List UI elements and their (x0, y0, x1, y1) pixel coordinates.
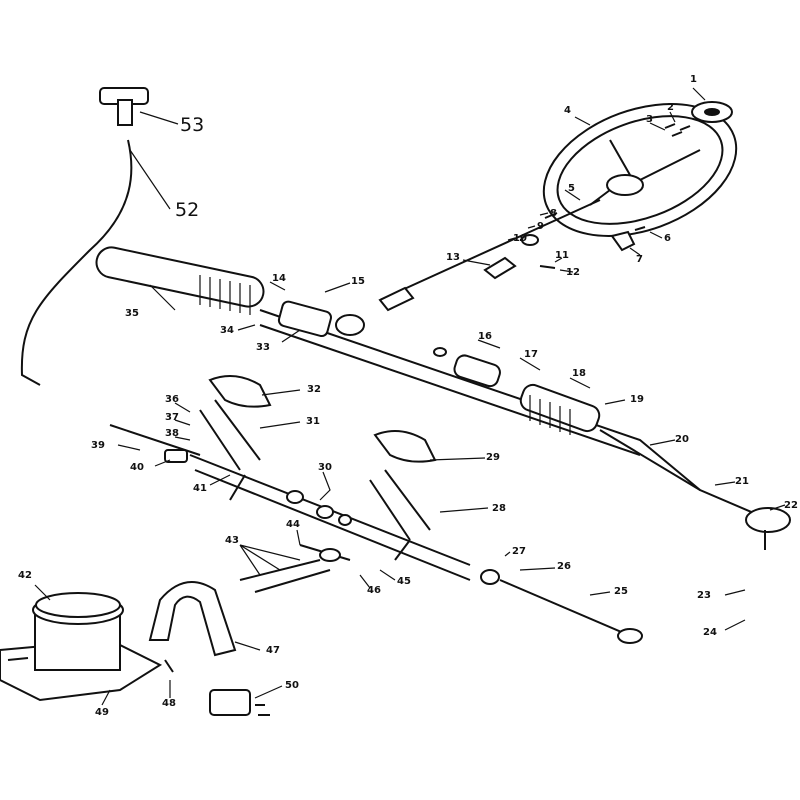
steering-shaft (378, 199, 601, 312)
brake-line (20, 87, 149, 386)
callout-15: 15 (351, 276, 365, 287)
callout-16: 16 (478, 331, 492, 342)
callout-24: 24 (703, 627, 717, 638)
callout-47: 47 (266, 645, 280, 656)
callout-49: 49 (95, 707, 109, 718)
callout-35: 35 (125, 308, 139, 319)
callout-33: 33 (256, 342, 270, 353)
bracket-47 (148, 581, 237, 657)
linkage-43 (239, 544, 351, 593)
callout-36: 36 (165, 394, 179, 405)
callout-31: 31 (306, 416, 320, 427)
steering-wheel (542, 103, 738, 237)
callout-28: 28 (492, 503, 506, 514)
callout-21: 21 (735, 476, 749, 487)
callout-6: 6 (664, 233, 671, 244)
callout-19: 19 (630, 394, 644, 405)
callout-32: 32 (307, 384, 321, 395)
callout-38: 38 (165, 428, 179, 439)
callout-22: 22 (784, 500, 798, 511)
callout-labels: 1 2 3 4 5 6 7 8 9 10 11 12 13 14 15 16 1… (18, 74, 798, 718)
callout-53: 53 (180, 114, 204, 136)
pedals (109, 375, 643, 644)
callout-7: 7 (636, 254, 643, 265)
hardware-bolts (520, 123, 691, 269)
callout-52: 52 (175, 199, 199, 221)
callout-34: 34 (220, 325, 234, 336)
callout-26: 26 (557, 561, 571, 572)
callout-25: 25 (614, 586, 628, 597)
callout-48: 48 (162, 698, 176, 709)
callout-46: 46 (367, 585, 381, 596)
callout-44: 44 (286, 519, 300, 530)
callout-9: 9 (537, 221, 544, 232)
callout-11: 11 (555, 250, 569, 261)
callout-8: 8 (550, 208, 557, 219)
callout-42: 42 (18, 570, 32, 581)
switch-50 (164, 659, 270, 716)
callout-4: 4 (564, 105, 571, 116)
tube-35 (95, 246, 265, 315)
reservoir-42 (0, 592, 163, 702)
callout-14: 14 (272, 273, 286, 284)
callout-40: 40 (130, 462, 144, 473)
callout-30: 30 (318, 462, 332, 473)
horn-cap (691, 101, 733, 123)
callout-41: 41 (193, 483, 207, 494)
column-and-tie-rod (259, 300, 791, 550)
leader-lines (34, 87, 786, 706)
callout-45: 45 (397, 576, 411, 587)
callout-20: 20 (675, 434, 689, 445)
callout-13: 13 (446, 252, 460, 263)
callout-5: 5 (568, 183, 575, 194)
callout-27: 27 (512, 546, 526, 557)
callout-2: 2 (667, 102, 674, 113)
callout-39: 39 (91, 440, 105, 451)
callout-3: 3 (646, 114, 653, 125)
callout-1: 1 (690, 74, 697, 85)
callout-17: 17 (524, 349, 538, 360)
callout-29: 29 (486, 452, 500, 463)
callout-43: 43 (225, 535, 239, 546)
callout-50: 50 (285, 680, 299, 691)
callout-12: 12 (566, 267, 580, 278)
callout-10: 10 (513, 233, 527, 244)
callout-18: 18 (572, 368, 586, 379)
callout-37: 37 (165, 412, 179, 423)
callout-23: 23 (697, 590, 711, 601)
